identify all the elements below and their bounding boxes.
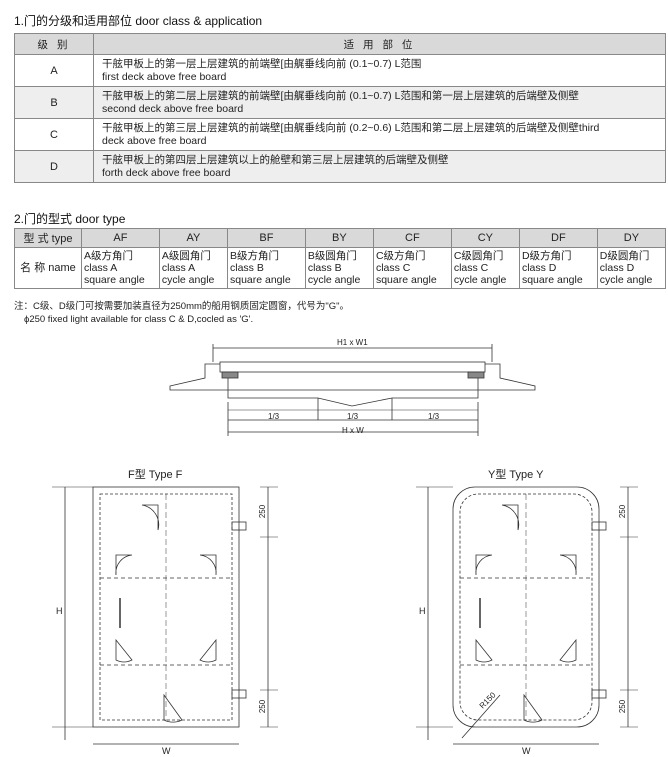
width-label-f: W [162, 746, 171, 756]
third-label: 1/3 [268, 412, 280, 421]
type-y-door [416, 486, 638, 745]
height-label-f: H [56, 606, 63, 616]
third-label: 1/3 [428, 412, 440, 421]
col-class-header: 级 别 [14, 33, 94, 55]
note-line-2: ϕ250 fixed light available for class C &… [24, 314, 254, 325]
type-code: DF [518, 228, 598, 248]
table-row: B 干舷甲板上的第二层上层建筑的前端壁[由艉垂线向前 (0.1~0.7) L范围… [14, 86, 666, 119]
door-section-view [169, 344, 536, 436]
section1-title: 1.门的分级和适用部位 door class & application [14, 14, 263, 28]
dim-250-y-top: 250 [618, 504, 628, 519]
type-header-label: 型 式 type [14, 228, 82, 248]
dim-250-y-bottom: 250 [618, 699, 628, 714]
type-code: CF [372, 228, 452, 248]
type-code: BY [304, 228, 374, 248]
type-f-label: F型 Type F [128, 469, 183, 481]
type-y-label: Y型 Type Y [488, 469, 544, 481]
top-dim-upper: H1 x W1 [337, 338, 368, 347]
table-row: A 干舷甲板上的第一层上层建筑的前端壁[由艉垂线向前 (0.1~0.7) L范围… [14, 54, 666, 87]
top-dim-lower: H x W [342, 426, 364, 435]
third-label: 1/3 [347, 412, 359, 421]
door-class-table: 级 别 适 用 部 位 A 干舷甲板上的第一层上层建筑的前端壁[由艉垂线向前 (… [14, 33, 666, 183]
type-f-door [52, 486, 278, 745]
type-code: AY [158, 228, 228, 248]
class-cell: D [14, 150, 94, 183]
type-code: CY [450, 228, 520, 248]
section2-title: 2.门的型式 door type [14, 212, 126, 226]
dim-250-f-top: 250 [258, 504, 268, 519]
door-type-table: 型 式 type AF AY BF BY CF CY DF DY 名 称 nam… [14, 228, 667, 289]
type-code: AF [81, 228, 160, 248]
dim-250-f-bottom: 250 [258, 699, 268, 714]
height-label-y: H [419, 606, 426, 616]
application-cell: 干舷甲板上的第二层上层建筑的前端壁[由艉垂线向前 (0.1~0.7) L范围和第… [93, 86, 666, 119]
note-line-1: 注：C级、D级门可按需要加装直径为250mm的船用钢质固定圆窗，代号为"G"。 [14, 301, 350, 312]
width-label-y: W [522, 746, 531, 756]
type-code: BF [226, 228, 306, 248]
col-application-header: 适 用 部 位 [93, 33, 666, 55]
type-code: DY [596, 228, 667, 248]
name-label: 名 称 name [14, 247, 82, 289]
